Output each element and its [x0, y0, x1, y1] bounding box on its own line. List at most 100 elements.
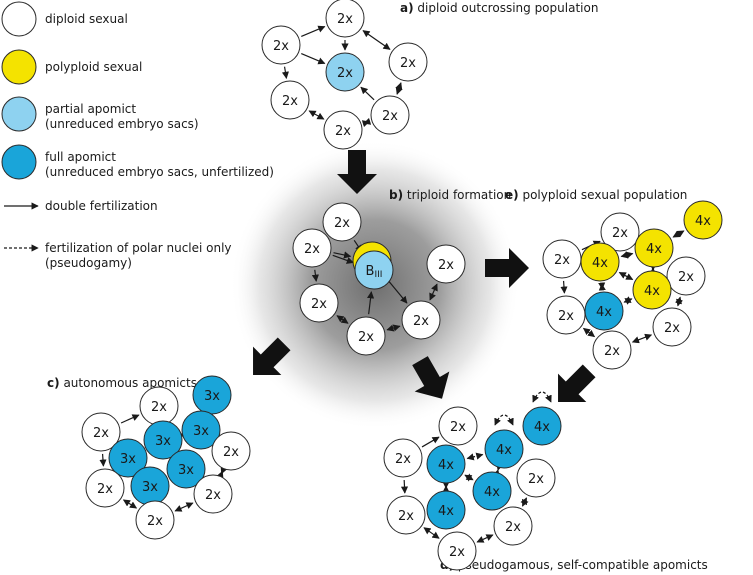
node-c-10: 2x [193, 474, 233, 514]
node-d-6: 4x [472, 471, 512, 511]
node-label: 2x [223, 445, 239, 460]
edge-d-3 [476, 534, 494, 543]
node-label: 2x [382, 109, 398, 124]
edge-d-4 [520, 497, 529, 507]
node-d-0: 2x [438, 406, 478, 446]
legend-diploid-label: diploid sexual [45, 12, 128, 26]
node-d-3: 4x [426, 444, 466, 484]
node-label: 2x [398, 509, 414, 524]
node-c-9: 3x [130, 466, 170, 506]
node-d-10: 2x [437, 531, 477, 571]
node-label: 2x [337, 66, 353, 81]
edge-b-10 [366, 291, 375, 315]
node-label: 2x [93, 426, 109, 441]
node-a-1: 2x [261, 25, 301, 65]
node-label: 4x [484, 485, 500, 500]
node-c-1: 3x [192, 375, 232, 415]
node-e-1: 4x [683, 200, 723, 240]
self-fertilization-loop-1 [532, 391, 552, 403]
node-label: 2x [147, 514, 163, 529]
node-label: 4x [438, 458, 454, 473]
node-label: 4x [695, 214, 711, 229]
edge-a-4 [301, 25, 326, 38]
node-label: 2x [358, 330, 374, 345]
edge-b-4 [311, 269, 319, 282]
node-c-2: 2x [81, 412, 121, 452]
legend-double-fert-label: double fertilization [45, 199, 158, 213]
node-label: 4x [646, 242, 662, 257]
edge-d-1 [400, 479, 409, 494]
fertilization-edges [99, 25, 685, 543]
node-label: 2x [273, 39, 289, 54]
edge-a-6 [361, 117, 372, 128]
legend-full-label: full apomict [45, 150, 116, 164]
arrow-e-to-d [558, 364, 596, 402]
edge-b-7 [429, 283, 438, 301]
edge-b-8 [336, 315, 349, 324]
node-label: 2x [413, 314, 429, 329]
node-e-10: 2x [592, 330, 632, 370]
panel-c-title: c) autonomous apomicts [47, 376, 197, 390]
edge-e-7 [618, 271, 634, 281]
node-label: 3x [120, 452, 136, 467]
node-d-2: 2x [383, 438, 423, 478]
edge-e-5 [620, 251, 634, 259]
node-label: 2x [438, 258, 454, 273]
legend-partial-note: (unreduced embryo sacs) [45, 117, 199, 131]
node-a-6: 2x [323, 110, 363, 150]
legend-partial-swatch [1, 96, 37, 132]
node-label: 3x [178, 463, 194, 478]
edge-c-4 [216, 466, 228, 479]
edge-a-0 [301, 52, 326, 65]
panel-d-title: d) pseudogamous, self-compatible apomict… [440, 558, 708, 572]
edge-d-5 [466, 452, 484, 461]
node-a-2: 2x [325, 52, 365, 92]
node-label: 3x [193, 424, 209, 439]
node-b-1: 2x [292, 228, 332, 268]
node-d-4: 4x [484, 429, 524, 469]
node-e-2: 2x [542, 239, 582, 279]
node-c-8: 2x [85, 468, 125, 508]
legend-pseudogamy-note: (pseudogamy) [45, 256, 132, 270]
edge-e-9 [623, 296, 633, 305]
node-label: 2x [604, 344, 620, 359]
edge-e-4 [674, 296, 684, 307]
node-d-5: 2x [516, 458, 556, 498]
node-c-5: 2x [211, 431, 251, 471]
legend-polyploid-label: polyploid sexual [45, 60, 142, 74]
edge-e-6 [672, 230, 685, 238]
node-label: 4x [438, 504, 454, 519]
node-label: 3x [204, 389, 220, 404]
node-c-3: 3x [143, 420, 183, 460]
node-label: 2x [311, 297, 327, 312]
node-c-6: 3x [108, 438, 148, 478]
node-e-5: 2x [666, 256, 706, 296]
arrow-b-to-d [412, 356, 450, 399]
node-label: 2x [664, 321, 680, 336]
node-label: 4x [496, 443, 512, 458]
node-a-5: 2x [370, 95, 410, 135]
node-c-7: 3x [166, 449, 206, 489]
node-label: 2x [554, 253, 570, 268]
node-a-3: 2x [388, 42, 428, 82]
node-label: 2x [612, 226, 628, 241]
node-a-0: 2x [325, 0, 365, 38]
node-b-3: 2x [426, 244, 466, 284]
node-label: 2x [304, 242, 320, 257]
population-nodes: 2x2x2x2x2x2x2x2x2x3x2x2xBIII2x2x2x3x2x3x… [81, 0, 723, 571]
node-d-8: 4x [426, 490, 466, 530]
node-label: 4x [596, 305, 612, 320]
edge-c-1 [99, 453, 107, 467]
panel-b-title: b) triploid formation [389, 188, 511, 202]
arrow-a-to-b [337, 150, 377, 194]
legend-polyploid-swatch [1, 49, 37, 85]
node-label: 2x [335, 124, 351, 139]
node-label: 2x [450, 420, 466, 435]
edge-a-2 [281, 66, 289, 79]
edge-c-0 [120, 414, 140, 424]
edge-e-1 [560, 280, 568, 294]
node-label: 4x [592, 256, 608, 271]
edge-c-3 [174, 502, 194, 512]
node-e-6: 4x [584, 291, 624, 331]
